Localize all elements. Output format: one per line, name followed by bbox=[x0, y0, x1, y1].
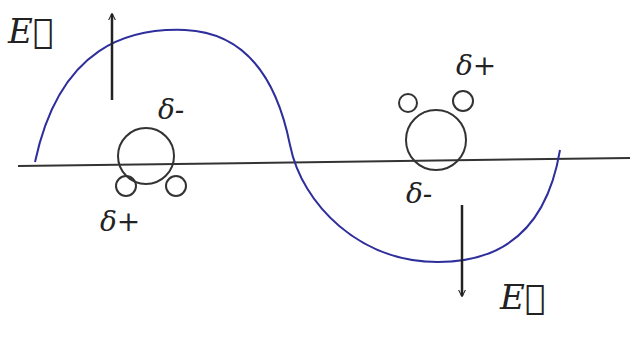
field-label: E⃗ bbox=[8, 14, 53, 48]
axis-line bbox=[18, 158, 630, 166]
field-label: E⃗ bbox=[500, 280, 545, 314]
field-arrow bbox=[461, 205, 464, 296]
sine-wave bbox=[35, 30, 560, 262]
charge-label: δ+ bbox=[100, 208, 140, 236]
charge-label: δ- bbox=[158, 96, 184, 124]
water-molecule bbox=[116, 128, 186, 196]
water-molecule bbox=[399, 91, 473, 170]
field-arrow bbox=[111, 14, 114, 100]
charge-label: δ- bbox=[406, 180, 432, 208]
charge-label: δ+ bbox=[456, 52, 496, 80]
